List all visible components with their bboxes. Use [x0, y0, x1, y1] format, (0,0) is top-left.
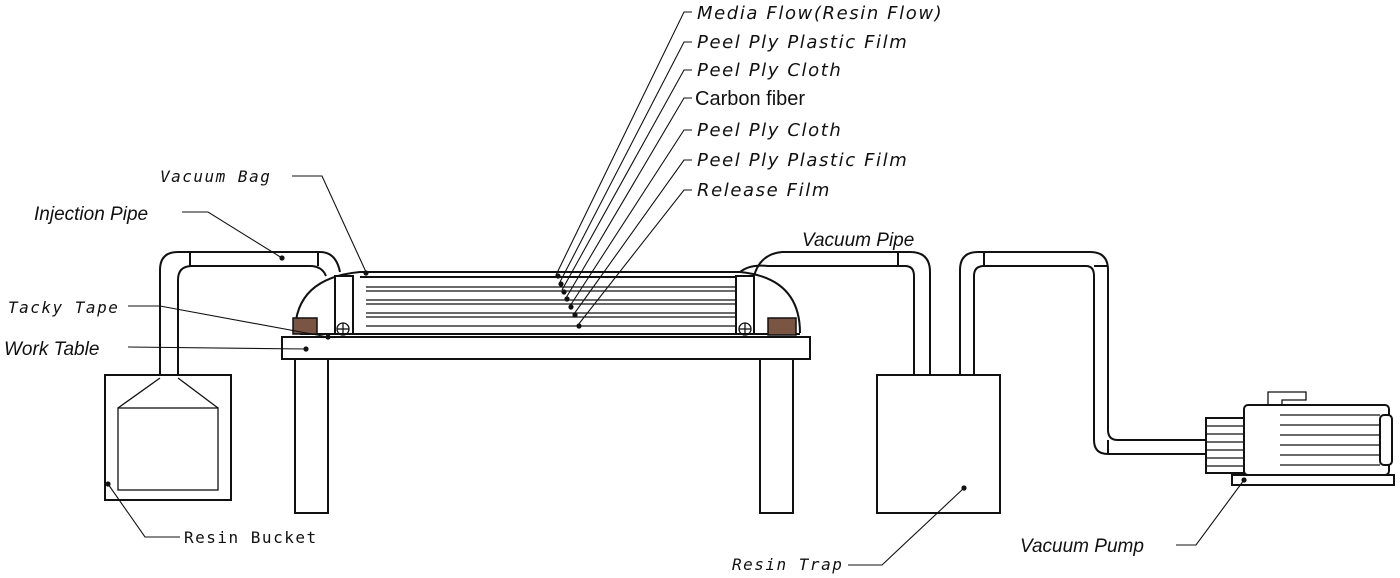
inlet-spiral-tube	[334, 275, 354, 335]
label-resin-trap: Resin Trap	[732, 555, 843, 574]
table-leg-right	[759, 358, 794, 514]
resin-bucket	[104, 374, 232, 501]
pump-base	[1231, 474, 1395, 486]
label-vacuum-pump: Vacuum Pump	[1020, 536, 1144, 557]
label-carbon-fiber: Carbon fiber	[695, 88, 805, 110]
labels: Media Flow(Resin Flow) Peel Ply Plastic …	[4, 3, 1144, 574]
table-top	[281, 336, 811, 360]
label-work-table: Work Table	[4, 339, 99, 360]
pump-coupling	[1205, 417, 1245, 474]
label-peel-ply-cloth-top: Peel Ply Cloth	[697, 60, 842, 81]
label-release-film: Release Film	[697, 180, 831, 201]
pump-endcap	[1379, 414, 1393, 466]
resin-bucket-body	[104, 374, 232, 501]
injection-pipe	[159, 251, 341, 378]
leader-lines	[105, 11, 1247, 566]
label-tacky-tape: Tacky Tape	[8, 298, 119, 317]
label-media-flow: Media Flow(Resin Flow)	[697, 3, 943, 24]
vacuum-bag-outline	[294, 271, 801, 334]
laminate-stack	[292, 271, 801, 336]
label-peel-ply-cloth-bottom: Peel Ply Cloth	[697, 120, 842, 141]
label-peel-ply-plastic-film-bottom: Peel Ply Plastic Film	[697, 150, 908, 171]
vacuum-pump	[1205, 391, 1395, 486]
pump-pipe	[959, 251, 1210, 455]
vacuum-pipe	[739, 251, 931, 375]
label-vacuum-pipe: Vacuum Pipe	[802, 230, 914, 251]
label-resin-bucket: Resin Bucket	[184, 528, 318, 547]
work-table	[281, 336, 811, 514]
resin-trap-body	[876, 374, 1001, 514]
pump-handle	[1267, 391, 1307, 405]
label-vacuum-bag: Vacuum Bag	[160, 167, 271, 186]
resin-trap	[876, 374, 1001, 514]
table-leg-left	[294, 358, 329, 514]
tacky-tape-left	[292, 317, 318, 335]
label-injection-pipe: Injection Pipe	[34, 204, 148, 225]
label-peel-ply-plastic-film-top: Peel Ply Plastic Film	[697, 32, 908, 53]
tacky-tape-right	[767, 317, 797, 336]
